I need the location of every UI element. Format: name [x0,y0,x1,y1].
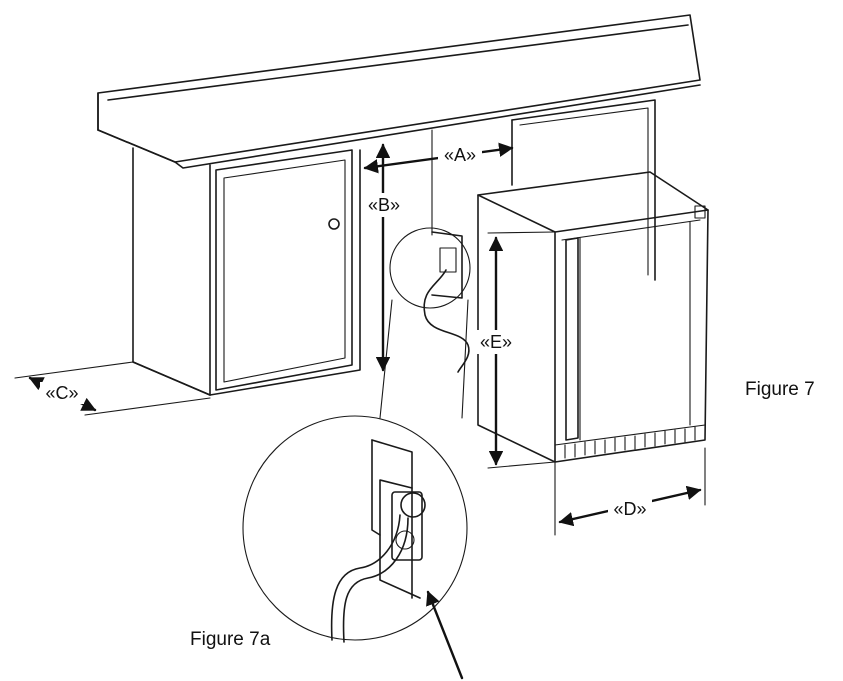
dim-d [554,447,706,536]
socket-icon [395,530,415,550]
callout-line-right [461,299,469,419]
outlet-small-icon [439,247,457,273]
dim-label-c: «C» [45,383,78,403]
cabinet-door-left [215,149,353,391]
vent-grille [554,424,706,459]
wine-cooler [477,171,709,463]
dim-label-d: «D» [613,499,646,519]
dim-label-e: «E» [480,332,512,352]
outlet-detail-small [389,227,471,373]
door-handle [565,237,579,441]
caption-figure-7: Figure 7 [745,379,815,400]
pointer-arrow [426,590,464,680]
dim-label-a: «A» [444,145,476,165]
countertop [97,14,701,169]
outlet-detail-large [242,415,468,680]
caption-figure-7a: Figure 7a [190,629,271,650]
outlet-receptacle-icon [391,491,423,561]
cabinet-door-right [511,99,656,281]
dim-label-b: «B» [368,195,400,215]
door-knob [328,218,340,230]
door-hinge [694,205,706,219]
left-cabinet [132,147,361,396]
plug-icon [400,492,426,518]
